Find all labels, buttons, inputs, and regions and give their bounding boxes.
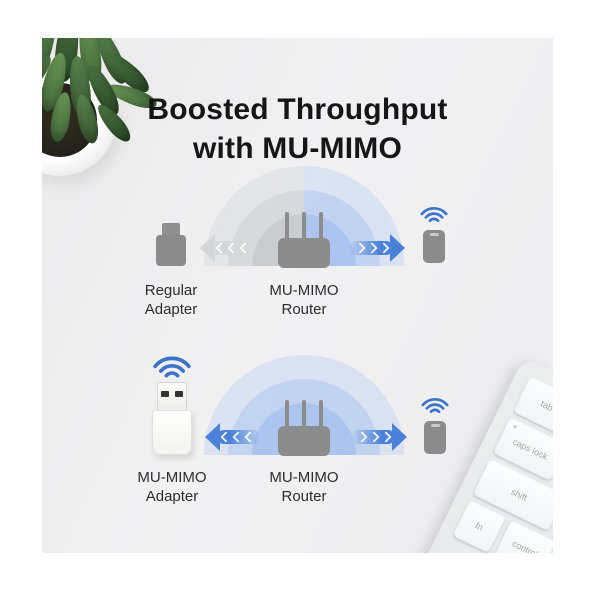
arrow-head [205, 423, 220, 451]
label-line: MU-MIMO [269, 469, 339, 486]
chevron-right-icon [354, 242, 390, 254]
usb-slot [161, 391, 169, 397]
arrow-right-blue-icon [345, 234, 405, 262]
router-icon [278, 212, 330, 268]
label-line: Adapter [145, 488, 199, 505]
arrow-head [200, 234, 215, 262]
label-line: Router [281, 488, 327, 505]
phone-speaker [429, 233, 439, 236]
phone-icon [424, 421, 446, 454]
adapter-body [156, 235, 186, 266]
arrow-head [392, 423, 407, 451]
photo-frame: tab caps lock shift fn control [42, 38, 553, 553]
label-line: MU-MIMO [269, 282, 339, 299]
arrow-tail [217, 430, 261, 444]
antenna-icon [319, 212, 323, 241]
antenna-icon [302, 400, 306, 429]
arrow-tail [351, 430, 395, 444]
mu-mimo-adapter-icon [152, 382, 192, 455]
label-line: MU-MIMO [137, 469, 207, 486]
succulent-plant [42, 38, 202, 234]
adapter-body [152, 410, 192, 455]
key-label: tab [539, 398, 553, 414]
regular-adapter-icon [156, 223, 186, 266]
router-label-1: MU-MIMO Router [229, 281, 379, 319]
phone-speaker [430, 424, 440, 427]
arrow-tail [212, 241, 256, 255]
arrow-left-gray-icon [200, 234, 260, 262]
arrow-head [390, 234, 405, 262]
antenna-icon [319, 400, 323, 429]
chevron-left-icon [215, 242, 251, 254]
mu-mimo-adapter-label: MU-MIMO Adapter [97, 468, 247, 506]
chevron-right-icon [356, 431, 392, 443]
router-body [278, 426, 330, 456]
wifi-icon [153, 356, 191, 378]
antenna-icon [285, 212, 289, 241]
usb-slot [175, 391, 183, 397]
label-line: Router [281, 301, 327, 318]
usb-plug [157, 382, 187, 411]
key-label: caps lock [511, 436, 550, 462]
antenna-icon [285, 400, 289, 429]
title-line-2: with MU-MIMO [192, 132, 403, 165]
keyboard: tab caps lock shift fn control [392, 357, 553, 553]
arrow-left-blue-icon [205, 423, 265, 451]
key-label: control [510, 538, 540, 553]
phone-icon [423, 230, 445, 263]
router-icon [278, 400, 330, 456]
caps-lock-led [513, 424, 518, 429]
antenna-icon [302, 212, 306, 241]
router-body [278, 238, 330, 268]
arrow-tail [349, 241, 393, 255]
label-line: Regular [144, 282, 198, 299]
arrow-right-blue-icon [347, 423, 407, 451]
wifi-icon [421, 398, 449, 414]
key-label: shift [509, 486, 529, 503]
label-line: Adapter [144, 301, 198, 318]
page-title: Boosted Throughput with MU-MIMO [42, 90, 553, 168]
regular-adapter-label: Regular Adapter [96, 281, 246, 319]
wifi-icon [420, 207, 448, 223]
usb-plug [162, 223, 180, 236]
title-line-1: Boosted Throughput [147, 93, 448, 126]
chevron-left-icon [220, 431, 256, 443]
key-label: fn [473, 520, 485, 533]
router-label-2: MU-MIMO Router [229, 468, 379, 506]
